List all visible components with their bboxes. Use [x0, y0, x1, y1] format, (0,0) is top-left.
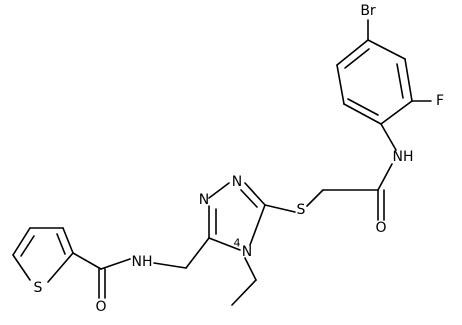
bond-s-triazole: [264, 204, 296, 213]
bond-ar-c6-c1-inner: [344, 48, 370, 69]
bond-th-s-c2: [47, 252, 74, 283]
bond-th-c2-c3: [62, 227, 74, 254]
bonds: [12, 19, 432, 306]
bond-tz-c5-n1-inner: [240, 189, 258, 208]
bond-ar-c1-c2: [367, 39, 406, 60]
atom-nh-right: NH: [393, 149, 414, 165]
atom-f: F: [436, 93, 444, 109]
bond-carbonyl-thiophene: [72, 252, 102, 270]
atom-n-triazole-4: N: [242, 244, 252, 260]
bond-tz-c3-n4: [208, 237, 241, 251]
bond-th-c4-c5: [12, 227, 31, 256]
bond-ch2-nh: [153, 262, 187, 269]
atom-o-right: O: [375, 220, 386, 236]
atom-labels: Br F NH O S N N N 4 NH O S: [34, 3, 444, 315]
atom-s-thiophene: S: [34, 280, 43, 296]
bond-ar-c2-c3-inner: [396, 63, 404, 99]
bond-ar-c6-c1: [336, 39, 369, 66]
bond-ar-c3-c4: [380, 100, 413, 125]
bond-c3-ch2: [185, 237, 210, 269]
atom-br: Br: [360, 3, 376, 19]
atom-s-thioether: S: [297, 202, 306, 218]
bond-ch2-s: [306, 189, 324, 207]
bond-th-c4-c5-inner: [20, 235, 35, 257]
bond-nh-carbonyl-left: [100, 258, 131, 270]
bond-c4-nh: [380, 123, 397, 151]
atom-n-triazole-2: N: [199, 192, 209, 208]
bond-ar-c4-c5: [343, 103, 382, 125]
bond-ar-c2-c3: [404, 58, 413, 102]
bond-th-c5-s: [12, 254, 31, 281]
bond-nh-carbonyl: [377, 163, 393, 191]
atom-n-triazole-4-number: 4: [234, 237, 241, 250]
bond-ethyl-1-2: [231, 279, 257, 306]
atom-n-triazole-1: N: [232, 174, 242, 190]
bond-tz-n1-n2: [208, 182, 230, 199]
bond-ar-c5-c6: [336, 64, 345, 105]
bond-th-c2-c3-inner: [56, 233, 66, 255]
bond-tz-c5-n1: [244, 182, 266, 206]
bond-n4-ethyl-1: [244, 257, 257, 281]
atom-o-left: O: [95, 299, 106, 315]
atom-nh-left: NH: [132, 254, 153, 270]
bond-ar-c4-c5-inner: [347, 98, 379, 116]
bond-tz-n4-c5: [249, 204, 266, 246]
